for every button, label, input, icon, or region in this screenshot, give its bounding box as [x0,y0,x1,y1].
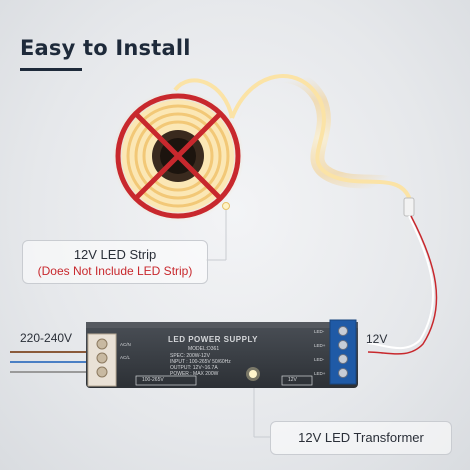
psu-out-tag: 12V [288,377,297,383]
psu-dc-terminal: LED+ [314,343,326,348]
prohibited-icon [115,93,241,219]
psu-dc-terminal: LED- [314,357,325,362]
strip-label: 12V LED Strip [73,247,157,262]
psu-in-tag: 100-265V [142,377,164,383]
led-strip-tail [173,69,438,355]
strip-callout: 12V LED Strip (Does Not Include LED Stri… [22,240,208,284]
transformer-label: 12V LED Transformer [298,430,424,445]
strip-pointer [206,202,230,261]
psu-ac-terminal-l: AC/L [120,355,131,360]
page-title: Easy to Install [20,36,191,60]
psu-power: POWER : MAX 200W [170,371,219,377]
transformer-pointer [253,388,270,438]
psu-spec: SPEC: 200W-12V [170,353,210,359]
indicator-led-icon [246,367,260,381]
psu-ac-terminal-n: AC/N [120,342,131,347]
output-voltage-label: 12V [366,332,388,346]
power-supply [86,319,358,388]
psu-heading: LED POWER SUPPLY [168,335,258,344]
strip-disclaimer: (Does Not Include LED Strip) [37,264,193,278]
psu-dc-terminal: LED- [314,329,325,334]
ac-input-wires [10,351,88,373]
transformer-callout: 12V LED Transformer [270,421,452,455]
psu-input: INPUT : 100-265V 50/60Hz [170,359,231,365]
title-underline [20,68,82,71]
psu-model: MODEL:D361 [188,346,220,352]
input-voltage-label: 220-240V [20,331,73,345]
psu-output: OUTPUT: 12V~16.7A [170,365,218,371]
psu-dc-terminal: LED+ [314,371,326,376]
